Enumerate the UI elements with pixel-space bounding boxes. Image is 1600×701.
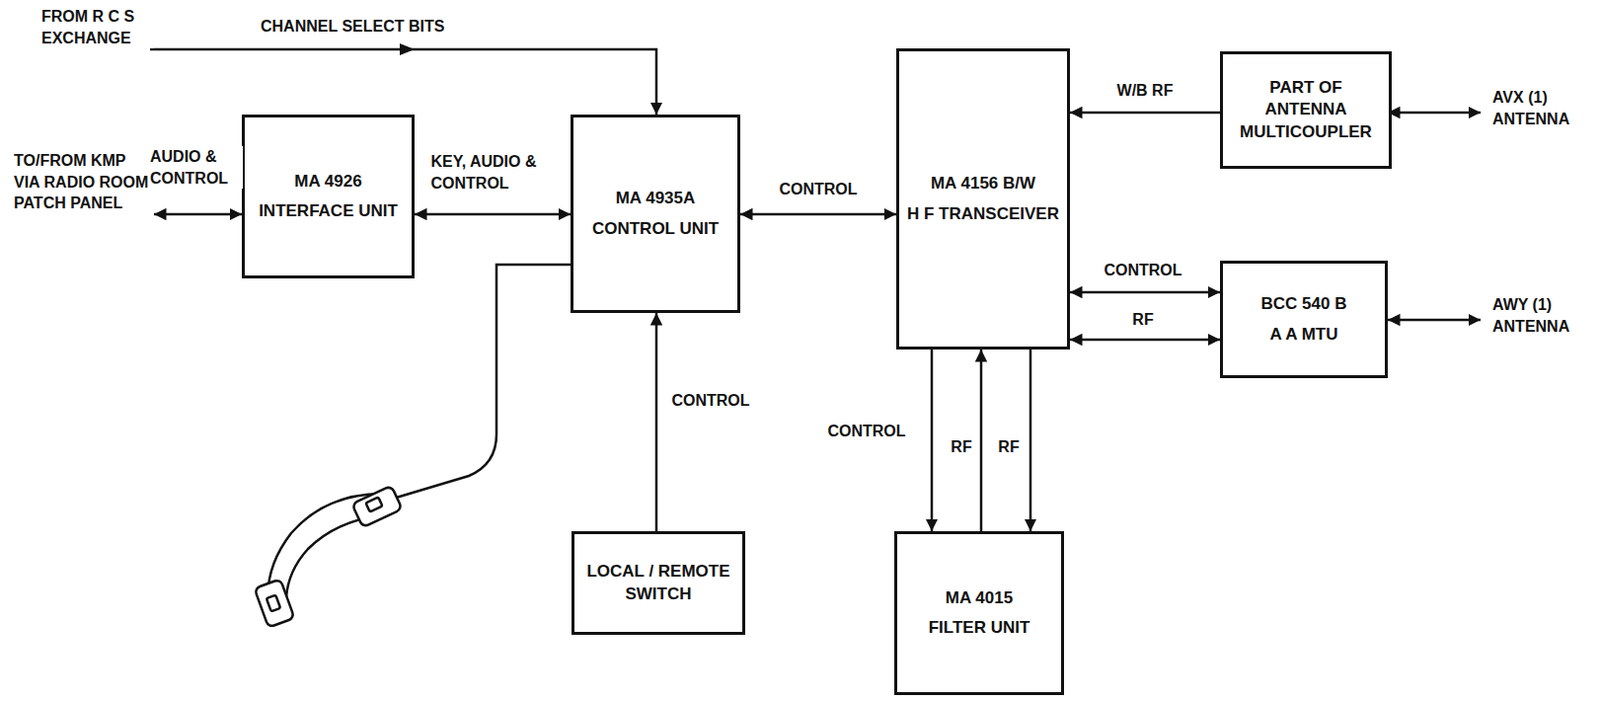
connector-label: RF (1130, 308, 1155, 331)
antenna-feed (1387, 111, 1481, 115)
control-box: MA 4935A CONTROL UNIT (570, 114, 741, 313)
antenna-label: AWY (1) ANTENNA (1490, 294, 1594, 337)
box-text: CONTROL UNIT (592, 218, 719, 240)
filter-box: MA 4015FILTER UNIT (894, 531, 1065, 695)
handset-cord (392, 264, 571, 499)
connector-label: W/B RF (1115, 79, 1176, 102)
signal-connector (740, 213, 897, 217)
connector-label: CONTROL (669, 389, 752, 412)
signal-wire (153, 213, 242, 217)
box-text: BCC 540 B (1261, 293, 1348, 315)
connector-label: RF (995, 436, 1021, 458)
source-label: TO/FROM KMP VIA RADIO ROOM PATCH PANEL (11, 150, 153, 215)
connector-label: CONTROL (776, 178, 859, 201)
connector-label: CONTROL (1101, 259, 1184, 282)
box-text: H F TRANSCEIVER (907, 203, 1060, 226)
tuner-box: BCC 540 B A A MTU (1219, 260, 1388, 379)
antenna-label: AVX (1) ANTENNA (1490, 86, 1594, 130)
signal-label: AUDIO & CONTROL (148, 146, 243, 189)
arrow-head (399, 43, 415, 56)
connector-label: CONTROL (825, 420, 908, 443)
transceiver-box: MA 4156 B/W H F TRANSCEIVER (896, 48, 1070, 350)
multicoupler-box: PART OF ANTENNA MULTICOUPLER (1219, 51, 1392, 169)
box-text: MA 4926 (294, 170, 362, 193)
handset-symbol (254, 485, 403, 628)
connector-label: RF (948, 436, 974, 458)
box-text: A A MTU (1270, 323, 1339, 346)
signal-connector (655, 312, 659, 532)
box-text: INTERFACE UNIT (258, 200, 398, 223)
signal-connector (980, 349, 984, 532)
signal-connector (414, 213, 571, 217)
interface-box: MA 4926INTERFACE UNIT (241, 114, 415, 279)
signal-connector (1069, 338, 1220, 342)
signal-connector (1069, 111, 1220, 115)
box-text: FILTER UNIT (928, 616, 1031, 639)
connector-label: KEY, AUDIO & CONTROL (429, 151, 557, 194)
box-text: MA 4015 (945, 587, 1013, 610)
box-text: PART OF ANTENNA MULTICOUPLER (1230, 76, 1381, 143)
switch-box: LOCAL / REMOTE SWITCH (571, 531, 746, 635)
signal-wire (150, 49, 657, 115)
box-text: MA 4935A (615, 187, 696, 210)
antenna-feed (1387, 318, 1481, 322)
signal-connector (930, 349, 934, 532)
box-text: MA 4156 B/W (930, 172, 1036, 195)
signal-connector (1069, 291, 1220, 295)
signal-label: CHANNEL SELECT BITS (258, 15, 447, 38)
signal-connector (1029, 349, 1033, 532)
source-label: FROM R C S EXCHANGE (39, 5, 154, 49)
box-text: LOCAL / REMOTE SWITCH (582, 560, 735, 605)
